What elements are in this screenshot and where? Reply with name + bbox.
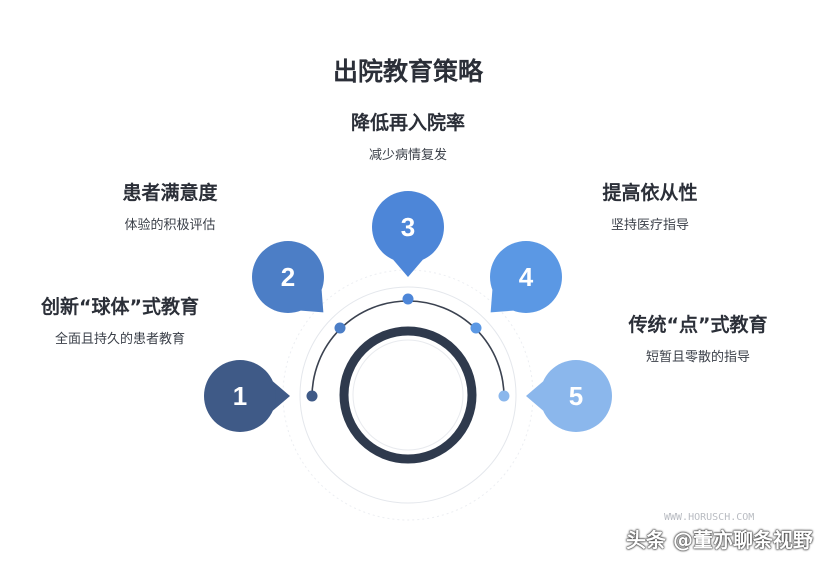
strategy-description-5: 短暂且零散的指导: [645, 350, 750, 365]
strategy-label-2: 患者满意度 体验的积极评估: [90, 182, 250, 235]
number-bubble-4: 4: [490, 241, 562, 313]
bubble-number-1: 1: [233, 381, 247, 411]
strategy-heading-3: 降低再入院率: [350, 112, 465, 134]
number-bubble-2: 2: [252, 241, 324, 313]
outer-faint-ring-2: [299, 286, 517, 504]
number-bubble-1: 1: [204, 360, 290, 432]
strategy-heading-4: 提高依从性: [602, 182, 698, 204]
number-bubble-3: 3: [372, 191, 444, 277]
strategy-heading-1: 创新“球体”式教育: [41, 296, 199, 318]
strategy-description-3: 减少病情复发: [368, 148, 447, 163]
strategy-label-4: 提高依从性 坚持医疗指导: [570, 182, 730, 235]
central-ring: [339, 326, 477, 464]
strategy-heading-5: 传统“点”式教育: [628, 314, 768, 336]
strategy-label-3: 降低再入院率 减少病情复发: [328, 112, 488, 165]
number-bubble-5: 5: [526, 360, 612, 432]
bubble-number-2: 2: [281, 262, 295, 292]
bubble-number-5: 5: [569, 381, 583, 411]
bubble-number-4: 4: [519, 262, 534, 292]
page-title: 出院教育策略: [332, 57, 483, 86]
strategy-description-4: 坚持医疗指导: [610, 218, 689, 233]
arc-dot-1: [306, 390, 318, 402]
strategy-description-2: 体验的积极评估: [124, 218, 216, 233]
watermark-url: WWW.HORUSCH.COM: [664, 512, 755, 523]
arc-dot-4: [470, 322, 482, 334]
strategy-description-1: 全面且持久的患者教育: [54, 332, 185, 347]
arc-dot-5: [498, 390, 510, 402]
strategy-label-5: 传统“点”式教育 短暂且零散的指导: [608, 314, 788, 367]
strategy-label-1: 创新“球体”式教育 全面且持久的患者教育: [40, 296, 200, 349]
watermark-text: 头条 @董亦聊条视野: [626, 528, 813, 552]
arc-dot-3: [402, 293, 414, 305]
strategy-heading-2: 患者满意度: [122, 182, 218, 204]
arc-dot-2: [334, 322, 346, 334]
bubble-number-3: 3: [401, 212, 415, 242]
central-ring-inner: [352, 339, 464, 451]
